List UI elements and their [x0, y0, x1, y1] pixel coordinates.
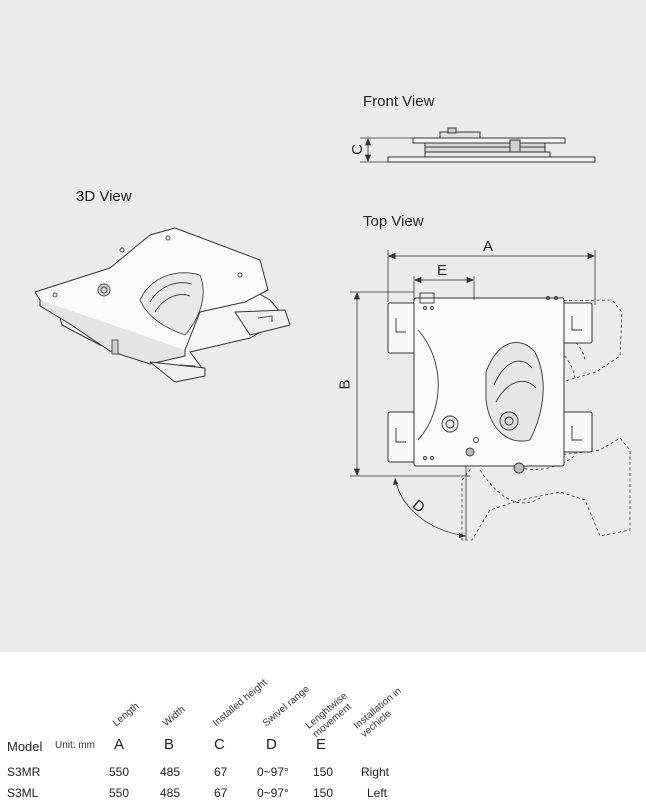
row-width: 485 — [160, 765, 181, 779]
row-installed-height: 67 — [214, 765, 228, 779]
row-installation: Right — [361, 765, 390, 779]
technical-drawing-panel: Front View 3D View Top View A E B C D — [0, 0, 646, 652]
row-model: S3MR — [7, 765, 41, 779]
column-label-width: Width — [160, 704, 188, 729]
row-length: 550 — [109, 786, 130, 800]
header-model: Model — [7, 739, 43, 754]
3d-view-drawing — [34, 227, 291, 383]
column-letter-d: D — [266, 736, 277, 753]
column-letter-b: B — [164, 736, 175, 753]
column-label-lengthwise-movement: Lenghtwise movement — [303, 690, 354, 740]
row-swivel-range: 0~97° — [257, 765, 289, 779]
header-unit: Unit: mm — [55, 740, 95, 751]
front-view-drawing — [360, 127, 596, 163]
dimension-label-e: E — [437, 262, 448, 279]
row-installed-height: 67 — [214, 786, 228, 800]
dimension-label-b: B — [336, 379, 354, 390]
row-swivel-range: 0~97° — [257, 786, 289, 800]
3d-view-title: 3D View — [76, 188, 132, 205]
column-letter-e: E — [316, 736, 327, 753]
row-width: 485 — [160, 786, 181, 800]
row-length: 550 — [109, 765, 130, 779]
dimension-label-a: A — [483, 238, 494, 255]
row-lengthwise-movement: 150 — [313, 765, 334, 779]
row-installation: Left — [367, 786, 388, 800]
front-view-title: Front View — [363, 93, 435, 110]
dimension-label-c: C — [348, 144, 366, 155]
column-label-length: Length — [110, 700, 142, 729]
row-model: S3ML — [7, 786, 39, 800]
column-label-installation: Installation in vechicle — [351, 685, 404, 740]
column-letter-a: A — [114, 736, 125, 753]
top-view-title: Top View — [363, 213, 424, 230]
row-lengthwise-movement: 150 — [313, 786, 334, 800]
column-letter-c: C — [214, 736, 225, 753]
top-view-drawing — [350, 250, 631, 541]
